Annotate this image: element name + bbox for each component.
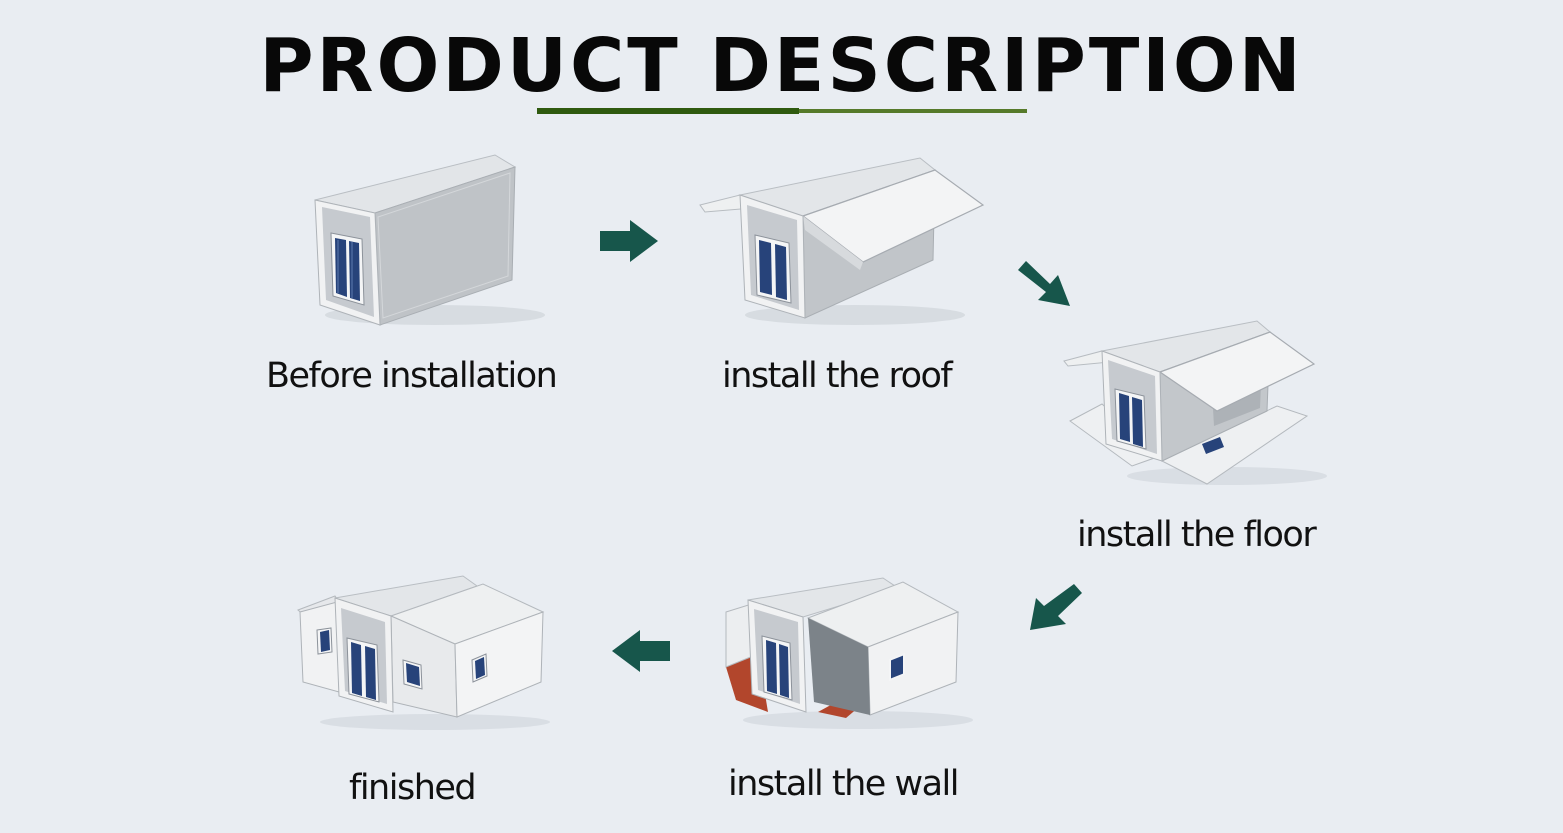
step-label-finished: finished bbox=[349, 768, 477, 808]
container-floor-unfolded-illustration bbox=[1063, 320, 1327, 485]
container-walls-installed-illustration bbox=[725, 577, 973, 729]
title-underline-dark bbox=[537, 108, 799, 114]
step-label-install-the-wall: install the wall bbox=[728, 764, 959, 804]
step-label-before-installation: Before installation bbox=[266, 356, 558, 396]
container-roof-unfolded-illustration bbox=[699, 157, 985, 325]
title-underline bbox=[537, 108, 1027, 114]
step-label-install-the-floor: install the floor bbox=[1077, 515, 1317, 555]
folded-container-illustration bbox=[314, 154, 545, 326]
arrow-right-icon bbox=[600, 220, 658, 262]
arrow-down-left-icon bbox=[1030, 584, 1082, 630]
arrow-left-icon bbox=[612, 630, 670, 672]
arrow-down-right-icon bbox=[1018, 261, 1070, 306]
page-title: PRODUCT DESCRIPTION bbox=[259, 23, 1304, 109]
title-underline-light bbox=[799, 109, 1027, 113]
step-label-install-the-roof: install the roof bbox=[722, 356, 953, 396]
finished-expandable-house-illustration bbox=[297, 575, 550, 730]
